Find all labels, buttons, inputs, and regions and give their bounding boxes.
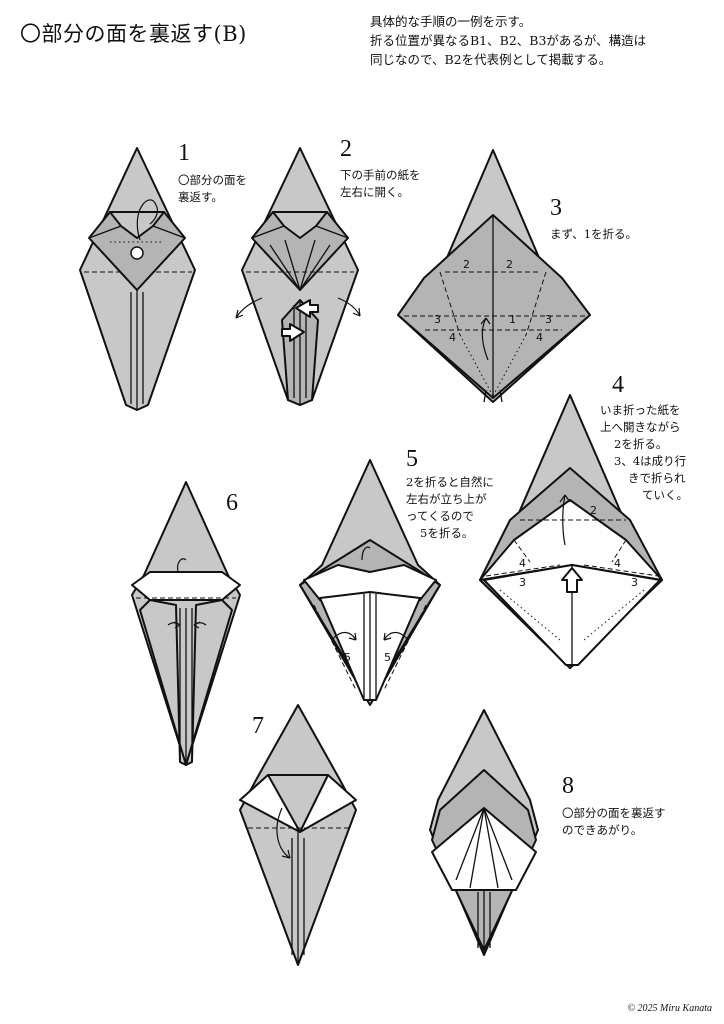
fold-label: 2 [463, 258, 470, 271]
step-2-caption: 下の手前の紙を 左右に開く。 [340, 167, 421, 201]
fold-label: 2 [590, 504, 597, 517]
step-4-caption: いま折った紙を 上へ開きながら 2を折る。 3、4は成り行 きで折られ ていく。 [600, 402, 688, 504]
caption-line: 上へ開きながら [600, 420, 681, 434]
fold-label: 2 [506, 258, 513, 271]
caption-line: いま折った紙を [600, 403, 681, 417]
circle-marker [130, 246, 144, 260]
fold-label: 4 [536, 331, 543, 344]
caption-line: 左右に開く。 [340, 185, 409, 199]
note-line: 具体的な手順の一例を示す。 [370, 14, 532, 29]
step-5-number: 5 [406, 446, 418, 472]
caption-line: ていく。 [642, 488, 688, 502]
step-3-number: 3 [550, 195, 562, 221]
step-6-number: 6 [226, 490, 238, 516]
note-line: 折る位置が異なるB1、B2、B3があるが、構造は [370, 33, 647, 48]
step-3-figure: 2 2 3 1 3 4 4 [397, 149, 591, 403]
step-7-figure [239, 704, 357, 966]
step-4-figure: 2 4 4 3 3 [479, 394, 663, 669]
fold-label: 5 [384, 651, 391, 664]
caption-line: 2を折ると自然に [406, 475, 494, 489]
caption-line: 〇部分の面を裏返す [562, 806, 666, 820]
caption-line: 2を折る。 [614, 437, 668, 451]
step-6-figure [131, 481, 241, 766]
fold-label: 4 [614, 557, 621, 570]
fold-label: 3 [519, 576, 526, 589]
note-line: 同じなので、B2を代表例として掲載する。 [370, 52, 612, 67]
page-title: 〇部分の面を裏返す(B) [20, 22, 247, 46]
caption-line: 5を折る。 [420, 526, 474, 540]
fold-label: 3 [631, 576, 638, 589]
step-1-number: 1 [178, 140, 190, 166]
step-7-number: 7 [252, 713, 264, 739]
fold-label: 4 [519, 557, 526, 570]
copyright: © 2025 Miru Kanata [627, 1003, 712, 1014]
step-5-caption: 2を折ると自然に 左右が立ち上が ってくるので 5を折る。 [406, 474, 494, 542]
caption-line: 〇部分の面を [178, 173, 247, 187]
intro-note: 具体的な手順の一例を示す。 折る位置が異なるB1、B2、B3があるが、構造は 同… [370, 12, 646, 69]
step-8-number: 8 [562, 773, 574, 799]
step-1-figure [79, 147, 196, 411]
fold-label: 3 [434, 313, 441, 326]
step-1-caption: 〇部分の面を 裏返す。 [178, 172, 247, 206]
caption-line: ってくるので [406, 509, 474, 523]
fold-label: 1 [509, 313, 516, 326]
step-2-figure [235, 147, 361, 406]
fold-label: 4 [449, 331, 456, 344]
caption-line: のできあがり。 [562, 823, 643, 837]
step-4-number: 4 [612, 372, 624, 398]
step-2-number: 2 [340, 136, 352, 162]
step-8-caption: 〇部分の面を裏返す のできあがり。 [562, 805, 666, 839]
caption-line: 左右が立ち上が [406, 492, 487, 506]
caption-line: 下の手前の紙を [340, 168, 421, 182]
caption-line: まず、1を折る。 [550, 227, 638, 241]
caption-line: 3、4は成り行 [614, 454, 687, 468]
fold-label: 5 [344, 651, 351, 664]
step-8-figure [429, 709, 539, 956]
fold-label: 3 [545, 313, 552, 326]
caption-line: きで折られ [628, 471, 686, 485]
step-5-figure: 5 5 [299, 459, 441, 706]
step-3-caption: まず、1を折る。 [550, 226, 637, 243]
caption-line: 裏返す。 [178, 190, 223, 204]
